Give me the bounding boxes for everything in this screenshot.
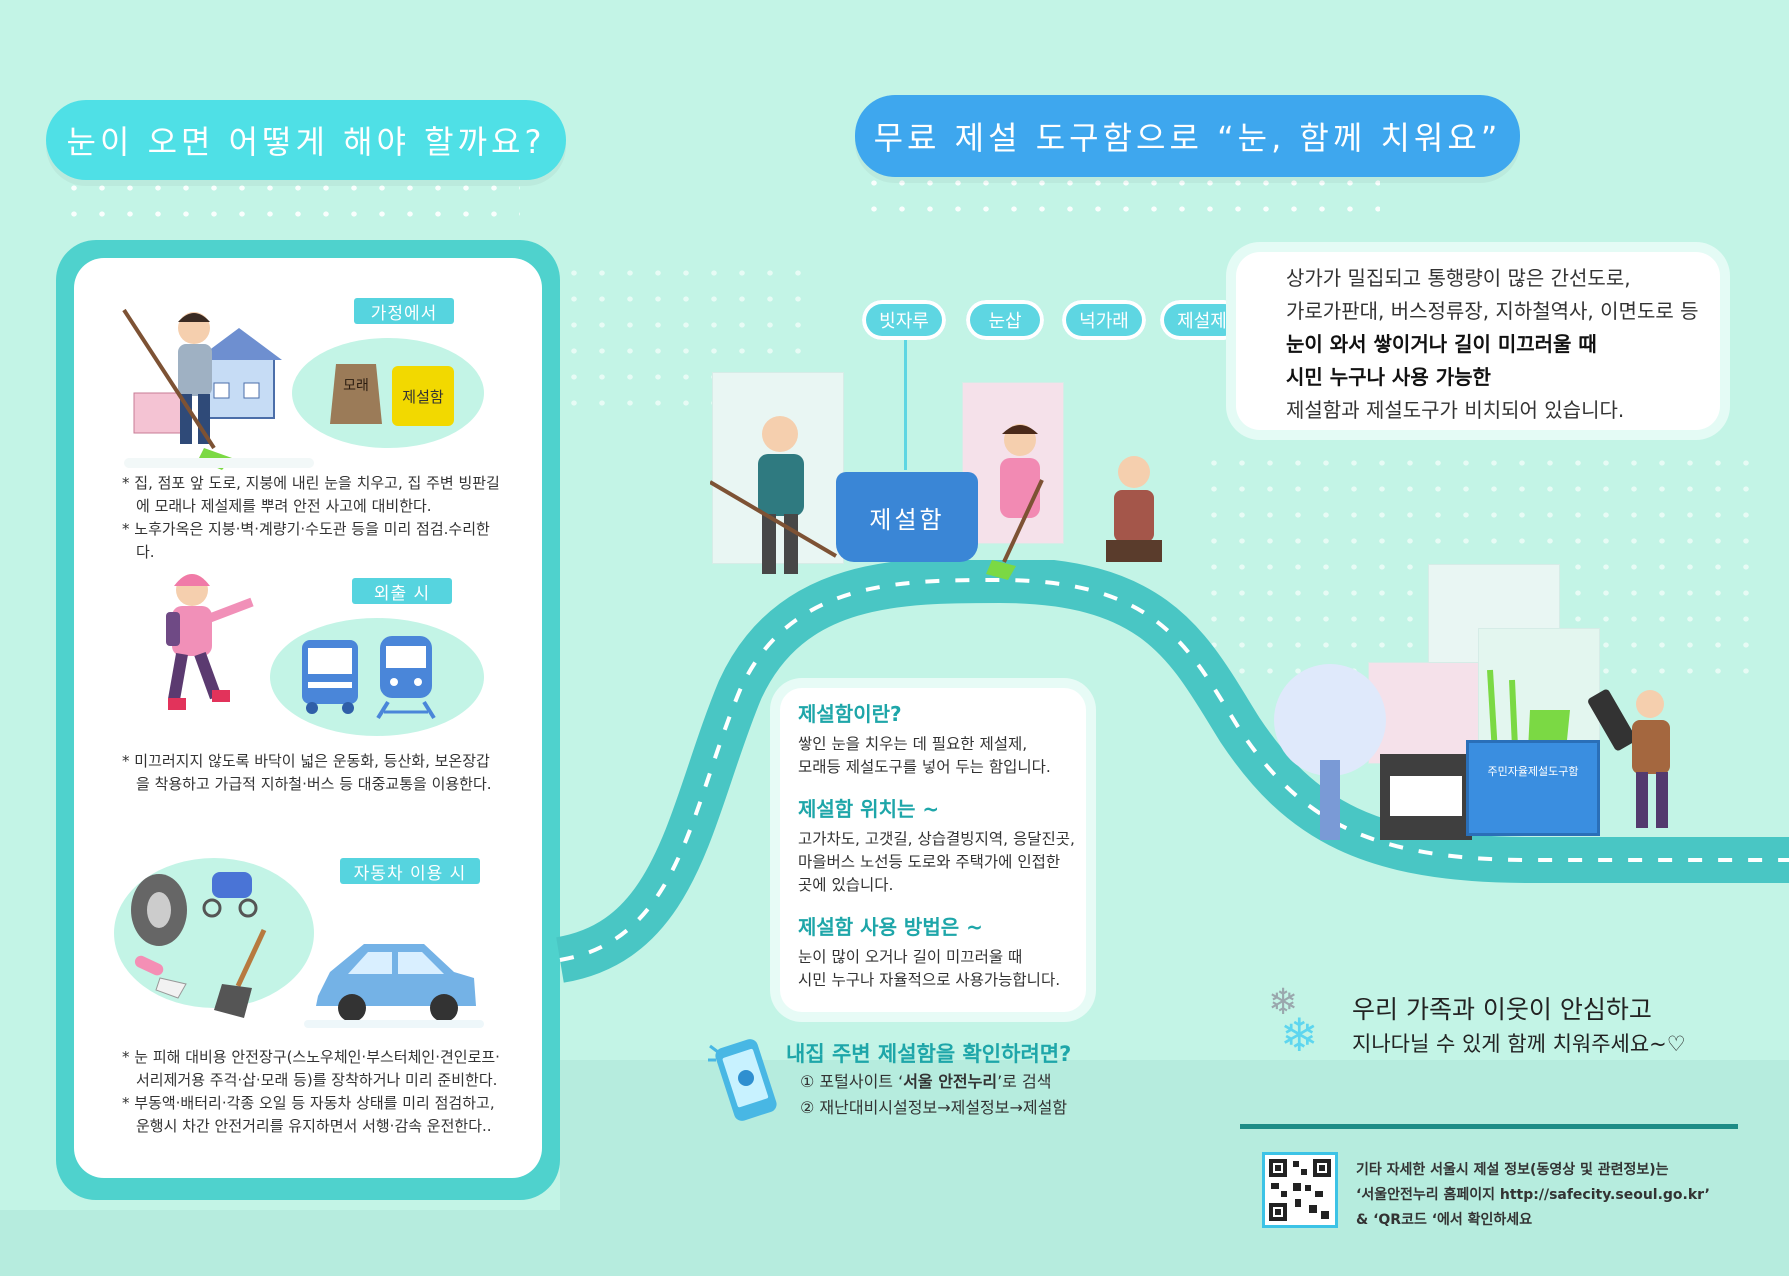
right-header-title: 무료 제설 도구함으로 “눈, 함께 치워요” [873,119,1502,157]
home-snow-box-label: 제설함 [402,387,444,406]
left-header: 눈이 오면 어떻게 해야 할까요? [46,100,566,180]
check-step-2: ② 재난대비시설정보→제설정보→제설함 [800,1098,1068,1117]
section-text: 쌓인 눈을 치우는 데 필요한 제설제, 모래등 제설도구를 넣어 두는 함입니… [798,733,1086,779]
sand-bag-label: 모래 [343,378,369,394]
section-title-location: 제설함 위치는 ~ [798,797,940,821]
info-line: 가로가판대, 버스정류장, 지하철역사, 이면도로 등 [1286,299,1699,323]
note-text: * 집, 점포 앞 도로, 지붕에 내린 눈을 치우고, 집 주변 빙판길에 모… [122,474,500,515]
left-panel-inner: 가정에서 모래 제설함 * 집, 점포 앞 도로, 지붕에 내린 눈을 치우고,… [74,258,542,1178]
info-line-bold: 시민 누구나 사용 가능한 [1286,365,1491,389]
left-header-title: 눈이 오면 어떻게 해야 할까요? [66,123,546,161]
phone-location-icon [708,1039,777,1121]
snowflake-icon: ❄ [1268,982,1299,1023]
info-line-bold: 눈이 와서 쌓이거나 길이 미끄러울 때 [1286,332,1597,356]
footer-line: 기타 자세한 서울시 제설 정보(동영상 및 관련정보)는 [1356,1162,1669,1178]
bus-icon [302,640,358,714]
section-text-line: 쌓인 눈을 치우는 데 필요한 제설제, [798,735,1028,753]
home-notes: * 집, 점포 앞 도로, 지붕에 내린 눈을 치우고, 집 주변 빙판길에 모… [122,472,502,564]
tag-connector-line [904,340,907,470]
snow-dots [60,175,520,230]
check-step-1: ① 포털사이트 ‘서울 안전누리’로 검색 [800,1068,1051,1092]
outing-notes: * 미끄러지지 않도록 바닥이 넓은 운동화, 등산화, 보온장갑을 착용하고 … [122,750,502,796]
check-title: 내집 주변 제설함을 확인하려면? [786,1042,1072,1066]
snow-dots [860,170,1380,230]
section-text-line: 곳에 있습니다. [798,876,894,894]
tool-tag-shovel: 눈삽 [966,300,1044,340]
community-tool-box: 주민자율제설도구함 [1466,740,1600,836]
left-panel: 가정에서 모래 제설함 * 집, 점포 앞 도로, 지붕에 내린 눈을 치우고,… [56,240,560,1200]
qr-code-icon [1262,1152,1338,1228]
snowflake-icon: ❄ [1280,1008,1319,1062]
home-bubble [292,338,484,448]
snow-box: 제설함 [836,472,978,562]
info-card: 상가가 밀집되고 통행량이 많은 간선도로, 가로가판대, 버스정류장, 지하철… [1236,252,1720,430]
sand-bag-icon: 모래 [330,364,382,424]
tag-home: 가정에서 [354,298,454,324]
home-snow-box: 제설함 [392,366,454,426]
note-text: * 부동액·배터리·각종 오일 등 자동차 상태를 미리 점검하고, 운행시 차… [122,1094,495,1135]
tag-outing: 외출 시 [352,578,452,604]
center-info-card: 제설함이란? 쌓인 눈을 치우는 데 필요한 제설제, 모래등 제설도구를 넣어… [780,688,1086,1012]
section-text: 고가차도, 고갯길, 상습결빙지역, 응달진곳, 마을버스 노선등 도로와 주택… [798,828,1086,897]
car-notes: * 눈 피해 대비용 안전장구(스노우체인·부스터체인·견인로프·서리제거용 주… [122,1046,512,1138]
tag-car: 자동차 이용 시 [340,858,480,884]
section-title-usage: 제설함 사용 방법은 ~ [798,915,983,939]
slogan-line-2: 지나다닐 수 있게 함께 치워주세요~♡ [1352,1032,1686,1056]
check-step-1-suffix: ’로 검색 [997,1072,1052,1091]
section-text-line: 마을버스 노선등 도로와 주택가에 인접한 [798,853,1061,871]
people-shoveling-illustration [710,416,1162,580]
note-text: * 눈 피해 대비용 안전장구(스노우체인·부스터체인·견인로프·서리제거용 주… [122,1048,500,1089]
community-tool-box-label: 주민자율제설도구함 [1487,765,1579,778]
snow-chain-icon [131,874,187,946]
tow-rope-icon [202,872,258,918]
footer-text: 기타 자세한 서울시 제설 정보(동영상 및 관련정보)는 ‘서울안전누리 홈페… [1356,1158,1710,1233]
subway-icon [376,636,436,720]
note-text: * 미끄러지지 않도록 바닥이 넓은 운동화, 등산화, 보온장갑을 착용하고 … [122,752,492,793]
note-text: * 노후가옥은 지붕·벽·계량기·수도관 등을 미리 점검.수리한다. [122,520,490,561]
shovel-icon [214,928,267,1018]
section-text-line: 시민 누구나 자율적으로 사용가능합니다. [798,971,1061,989]
snow-box-label: 제설함 [869,505,945,534]
footer-line: ‘서울안전누리 홈페이지 http://safecity.seoul.go.kr… [1356,1187,1710,1203]
tool-tag-broom: 빗자루 [862,300,946,340]
right-header: 무료 제설 도구함으로 “눈, 함께 치워요” [855,95,1520,177]
check-step-1-prefix: ① 포털사이트 ‘ [800,1072,904,1091]
ice-scraper-icon [134,955,187,999]
city-silhouette [0,1210,1789,1276]
section-title-what: 제설함이란? [798,702,902,726]
person-shoveling-illustration [122,308,314,470]
slogan-line-1: 우리 가족과 이웃이 안심하고 [1352,995,1652,1024]
car-illustration [304,944,484,1028]
qr-code-pattern [1269,1159,1331,1221]
section-text-line: 고가차도, 고갯길, 상습결빙지역, 응달진곳, [798,830,1075,848]
section-text-line: 눈이 많이 오거나 길이 미끄러울 때 [798,948,1023,966]
tool-tag-deicer: 제설제 [1160,300,1244,340]
info-line: 상가가 밀집되고 통행량이 많은 간선도로, [1286,266,1631,290]
tool-tag-pusher: 넉가래 [1062,300,1146,340]
info-line: 제설함과 제설도구가 비치되어 있습니다. [1286,398,1625,422]
check-step-1-bold: 서울 안전누리 [903,1072,998,1091]
footer-line: & ‘QR코드 ‘에서 확인하세요 [1356,1212,1533,1228]
section-text-line: 모래등 제설도구를 넣어 두는 함입니다. [798,758,1051,776]
winding-road [555,560,1789,983]
section-text: 눈이 많이 오거나 길이 미끄러울 때 시민 누구나 자율적으로 사용가능합니다… [798,946,1086,992]
footer-divider [1240,1124,1738,1129]
person-walking-illustration [166,574,254,710]
